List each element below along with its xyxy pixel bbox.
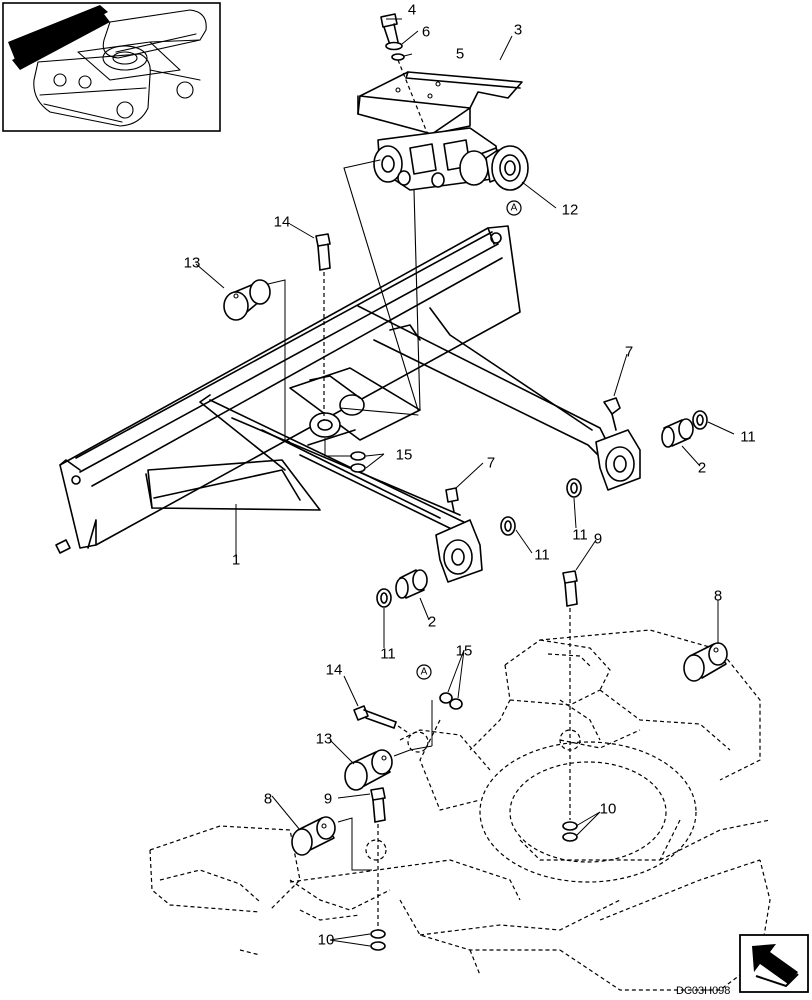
- svg-text:A: A: [511, 203, 518, 214]
- callout-5: 5: [456, 46, 464, 63]
- callout-labels: 1 2 2 3 4 5 6 7 7 8 8 9 9 10 10 11 11 11…: [184, 2, 756, 949]
- callout-2: 2: [698, 460, 706, 477]
- grease-fitting: [445, 487, 459, 513]
- callout-13: 13: [184, 255, 201, 272]
- callout-11: 11: [534, 547, 550, 564]
- callout-9: 9: [324, 791, 332, 808]
- locator-inset: [2, 2, 221, 132]
- seal-ring: [500, 516, 516, 536]
- callout-10: 10: [600, 801, 617, 818]
- bushing: [395, 569, 428, 599]
- callout-6: 6: [422, 24, 430, 41]
- pivot-bolt: [562, 570, 578, 820]
- callout-8: 8: [264, 791, 272, 808]
- callout-11: 11: [572, 527, 588, 544]
- pin-washers: [431, 692, 463, 746]
- pin-bolt: [315, 233, 331, 420]
- bushing: [661, 418, 694, 448]
- pivot-pin: [683, 642, 728, 682]
- reference-marker-lower: A: [416, 664, 432, 680]
- dozer-blade: [55, 225, 607, 554]
- pin-bolt: [353, 705, 411, 735]
- seal-ring: [566, 478, 582, 498]
- blade-cylinder: [373, 127, 529, 191]
- callout-2: 2: [428, 614, 436, 631]
- callout-10: 10: [318, 932, 335, 949]
- callout-14: 14: [326, 662, 343, 679]
- callout-9: 9: [594, 531, 602, 548]
- pivot-washers: [562, 821, 578, 842]
- seal-ring: [692, 410, 708, 430]
- cylinder-pin: [344, 745, 433, 791]
- callout-13: 13: [316, 731, 333, 748]
- right-pivot-boss: [595, 429, 641, 491]
- callout-7: 7: [625, 344, 633, 361]
- callout-4: 4: [408, 2, 416, 19]
- left-pivot-boss: [435, 519, 483, 583]
- pivot-washers: [370, 929, 386, 951]
- reference-marker-upper: A: [506, 200, 522, 216]
- seal-ring: [376, 588, 392, 608]
- pin-washers: [324, 438, 366, 473]
- callout-14: 14: [274, 214, 291, 231]
- cylinder-pin: [223, 279, 291, 443]
- drawing-code: DC03H098: [676, 985, 730, 997]
- callout-7: 7: [487, 455, 495, 472]
- excavator-locator-icon: [8, 5, 207, 127]
- callout-3: 3: [514, 22, 522, 39]
- callout-12: 12: [562, 202, 579, 219]
- pivot-pin: [291, 816, 372, 871]
- callout-11: 11: [380, 646, 396, 663]
- callout-15: 15: [396, 447, 413, 464]
- leader-lines: [195, 18, 735, 947]
- svg-text:A: A: [421, 667, 428, 678]
- callout-15: 15: [456, 643, 473, 660]
- callout-1: 1: [232, 552, 240, 569]
- guard-bolt: [380, 13, 431, 141]
- callout-8: 8: [714, 588, 722, 605]
- guard-plate: [357, 71, 523, 135]
- grease-fitting: [603, 397, 621, 431]
- pivot-bolt: [370, 787, 386, 930]
- callout-11: 11: [740, 429, 756, 446]
- navigation-arrow-icon[interactable]: [739, 934, 809, 993]
